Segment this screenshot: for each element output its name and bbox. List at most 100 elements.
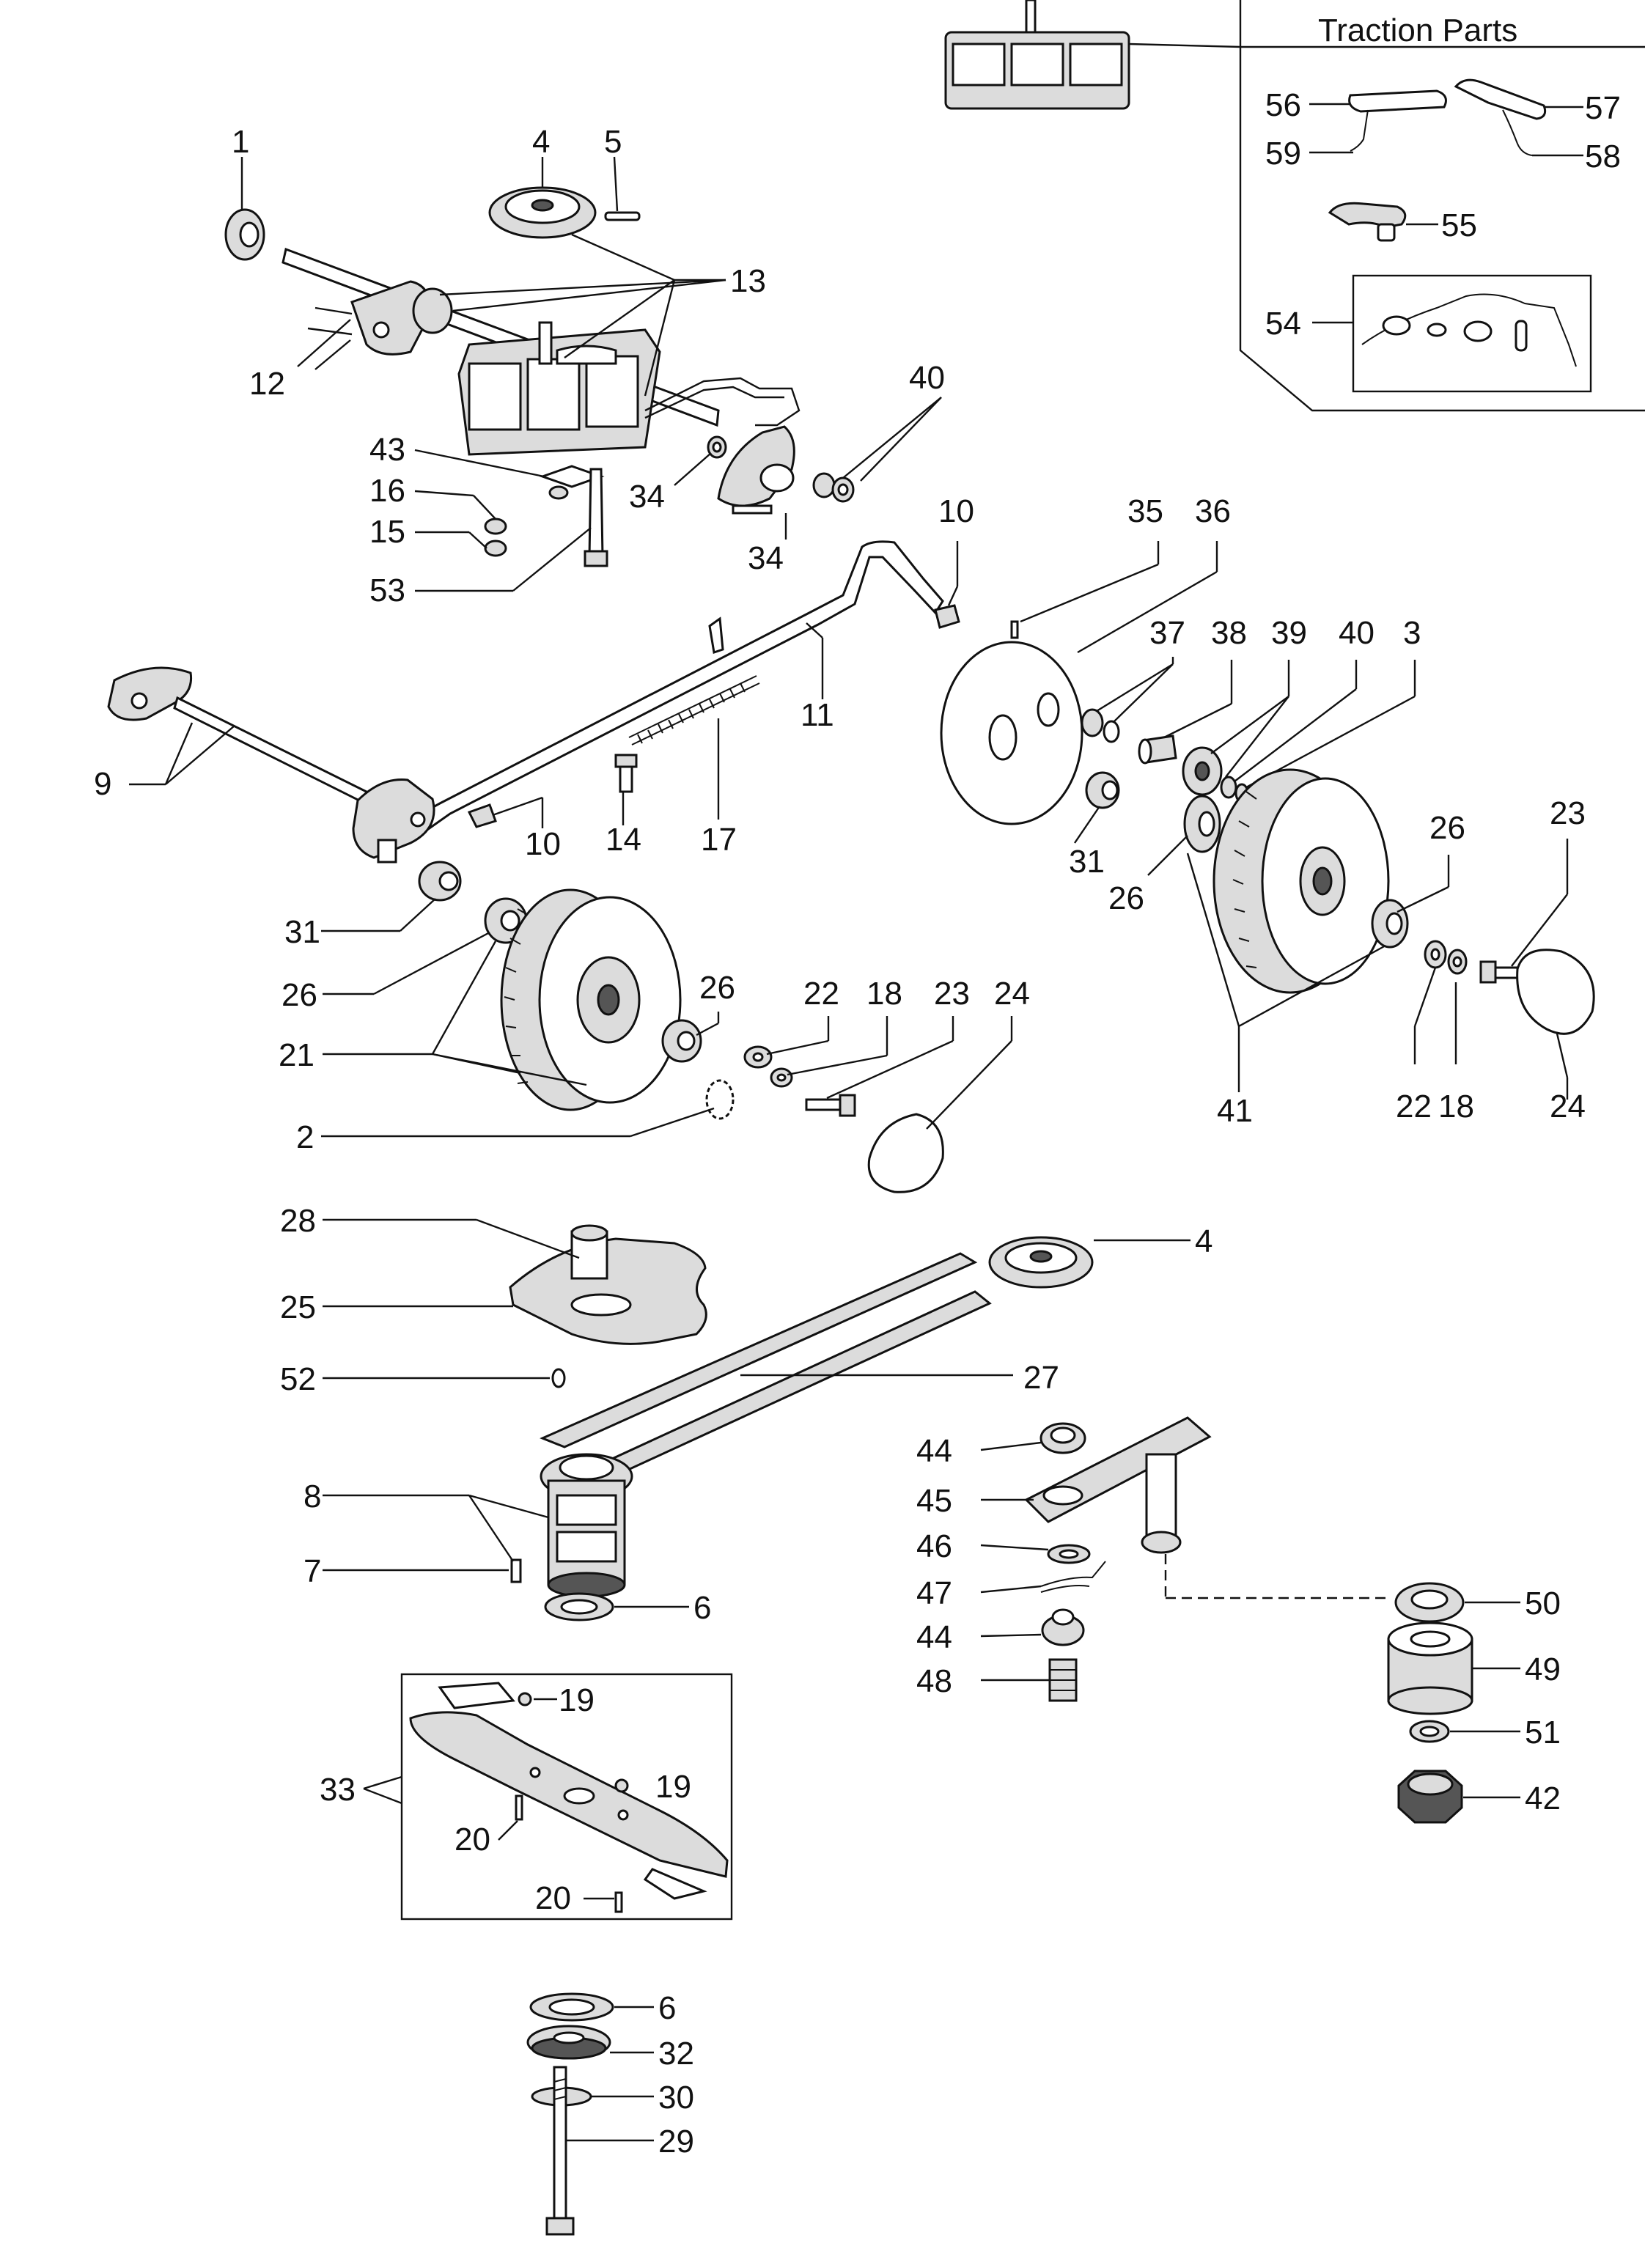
callout-47: 47 — [916, 1575, 952, 1611]
blade-kit-box — [363, 1673, 733, 1921]
callout-18: 18 — [866, 976, 902, 1012]
retaining-ring — [1081, 708, 1104, 737]
blade-bolt — [614, 1891, 623, 1913]
callout-41: 41 — [1217, 1093, 1253, 1129]
callout-48: 48 — [916, 1663, 952, 1699]
wheel-bolt — [805, 1098, 844, 1111]
callout-labels: 1 4 5 13 12 40 43 16 15 53 34 34 10 35 3… — [94, 87, 1621, 2160]
callout-42: 42 — [1525, 1781, 1561, 1816]
blade-bolt — [515, 1794, 523, 1821]
adjuster-bracket — [352, 778, 435, 859]
traction-parts-inset: Traction Parts — [944, 0, 1645, 412]
callout-14: 14 — [606, 822, 641, 858]
callout-37: 37 — [1149, 615, 1185, 651]
callout-24: 24 — [994, 976, 1030, 1012]
spring-clip — [934, 604, 960, 629]
blade-wing — [643, 1868, 707, 1900]
callout-56: 56 — [1265, 87, 1301, 123]
callout-57: 57 — [1585, 90, 1621, 126]
blade-adapter-plate — [509, 1237, 707, 1345]
axle-bracket — [350, 280, 431, 356]
callout-4: 4 — [532, 124, 550, 160]
callout-44: 44 — [916, 1433, 952, 1469]
callout-25: 25 — [280, 1289, 316, 1325]
blade-drive-assembly — [323, 1218, 1190, 1621]
callout-26: 26 — [699, 970, 735, 1006]
hex-nut — [548, 485, 569, 500]
tension-spring — [628, 675, 760, 745]
front-axle-assembly — [107, 540, 960, 864]
callout-46: 46 — [916, 1528, 952, 1564]
hub-cap — [867, 1113, 944, 1193]
callout-26: 26 — [1429, 810, 1465, 846]
callout-12: 12 — [249, 366, 285, 402]
shift-rod — [644, 377, 801, 427]
callout-34: 34 — [748, 540, 784, 576]
inset-title: Traction Parts — [1318, 12, 1517, 48]
callout-49: 49 — [1525, 1652, 1561, 1687]
callout-23: 23 — [934, 976, 970, 1012]
height-adjuster-lever — [408, 540, 944, 833]
callout-26: 26 — [1108, 880, 1144, 916]
callout-19: 19 — [559, 1682, 595, 1718]
callout-10: 10 — [938, 493, 974, 529]
drive-gear — [705, 1079, 735, 1120]
axle-plate — [107, 666, 193, 721]
woodruff-key — [604, 211, 641, 221]
callout-35: 35 — [1127, 493, 1163, 529]
drive-belt — [540, 1252, 978, 1448]
callout-51: 51 — [1525, 1715, 1561, 1750]
hex-nut — [484, 518, 507, 535]
callout-2: 2 — [296, 1119, 314, 1155]
traction-cam — [1328, 202, 1407, 229]
callout-36: 36 — [1195, 493, 1231, 529]
callout-11: 11 — [801, 697, 834, 733]
callout-19: 19 — [655, 1769, 691, 1805]
roll-pin — [1010, 620, 1019, 639]
callout-55: 55 — [1441, 207, 1477, 243]
callout-52: 52 — [280, 1361, 316, 1397]
callout-40: 40 — [1339, 615, 1374, 651]
thrust-washer — [1220, 776, 1237, 799]
callout-20: 20 — [535, 1880, 571, 1916]
callout-22: 22 — [1396, 1089, 1432, 1124]
callout-23: 23 — [1550, 795, 1586, 831]
callout-5: 5 — [604, 124, 622, 160]
callout-50: 50 — [1525, 1586, 1561, 1621]
gearbox — [457, 321, 661, 456]
callout-54: 54 — [1265, 306, 1301, 342]
callout-9: 9 — [94, 766, 111, 802]
callout-26: 26 — [281, 977, 317, 1013]
transmission-thumbnail — [944, 0, 1241, 110]
rear-wheel-assembly — [940, 541, 1595, 1100]
callout-31: 31 — [1069, 844, 1105, 880]
transmission-assembly — [224, 156, 942, 592]
traction-lever — [1348, 89, 1447, 113]
blade-wing — [438, 1682, 515, 1709]
callout-45: 45 — [916, 1483, 952, 1519]
callout-15: 15 — [369, 514, 405, 550]
seal-ring — [1463, 320, 1493, 342]
callout-13: 13 — [730, 263, 766, 299]
snap-ring — [1103, 720, 1120, 743]
hub-cap — [1516, 949, 1595, 1035]
callout-4: 4 — [1195, 1223, 1212, 1259]
blade-nut — [518, 1692, 532, 1706]
spring-clip — [467, 803, 497, 828]
callout-28: 28 — [280, 1203, 316, 1239]
blade-nut — [614, 1778, 629, 1793]
callout-43: 43 — [369, 432, 405, 468]
callout-38: 38 — [1211, 615, 1247, 651]
torsion-spring — [1040, 1561, 1106, 1593]
traction-lever-right — [1454, 78, 1547, 120]
callout-16: 16 — [369, 473, 405, 509]
brake-stud — [1145, 1453, 1177, 1544]
callout-27: 27 — [1023, 1360, 1059, 1396]
front-wheel-assembly — [321, 861, 1013, 1193]
callout-44: 44 — [916, 1619, 952, 1655]
callout-59: 59 — [1265, 136, 1301, 172]
seal-ring — [1427, 323, 1447, 337]
callout-6: 6 — [693, 1590, 711, 1626]
